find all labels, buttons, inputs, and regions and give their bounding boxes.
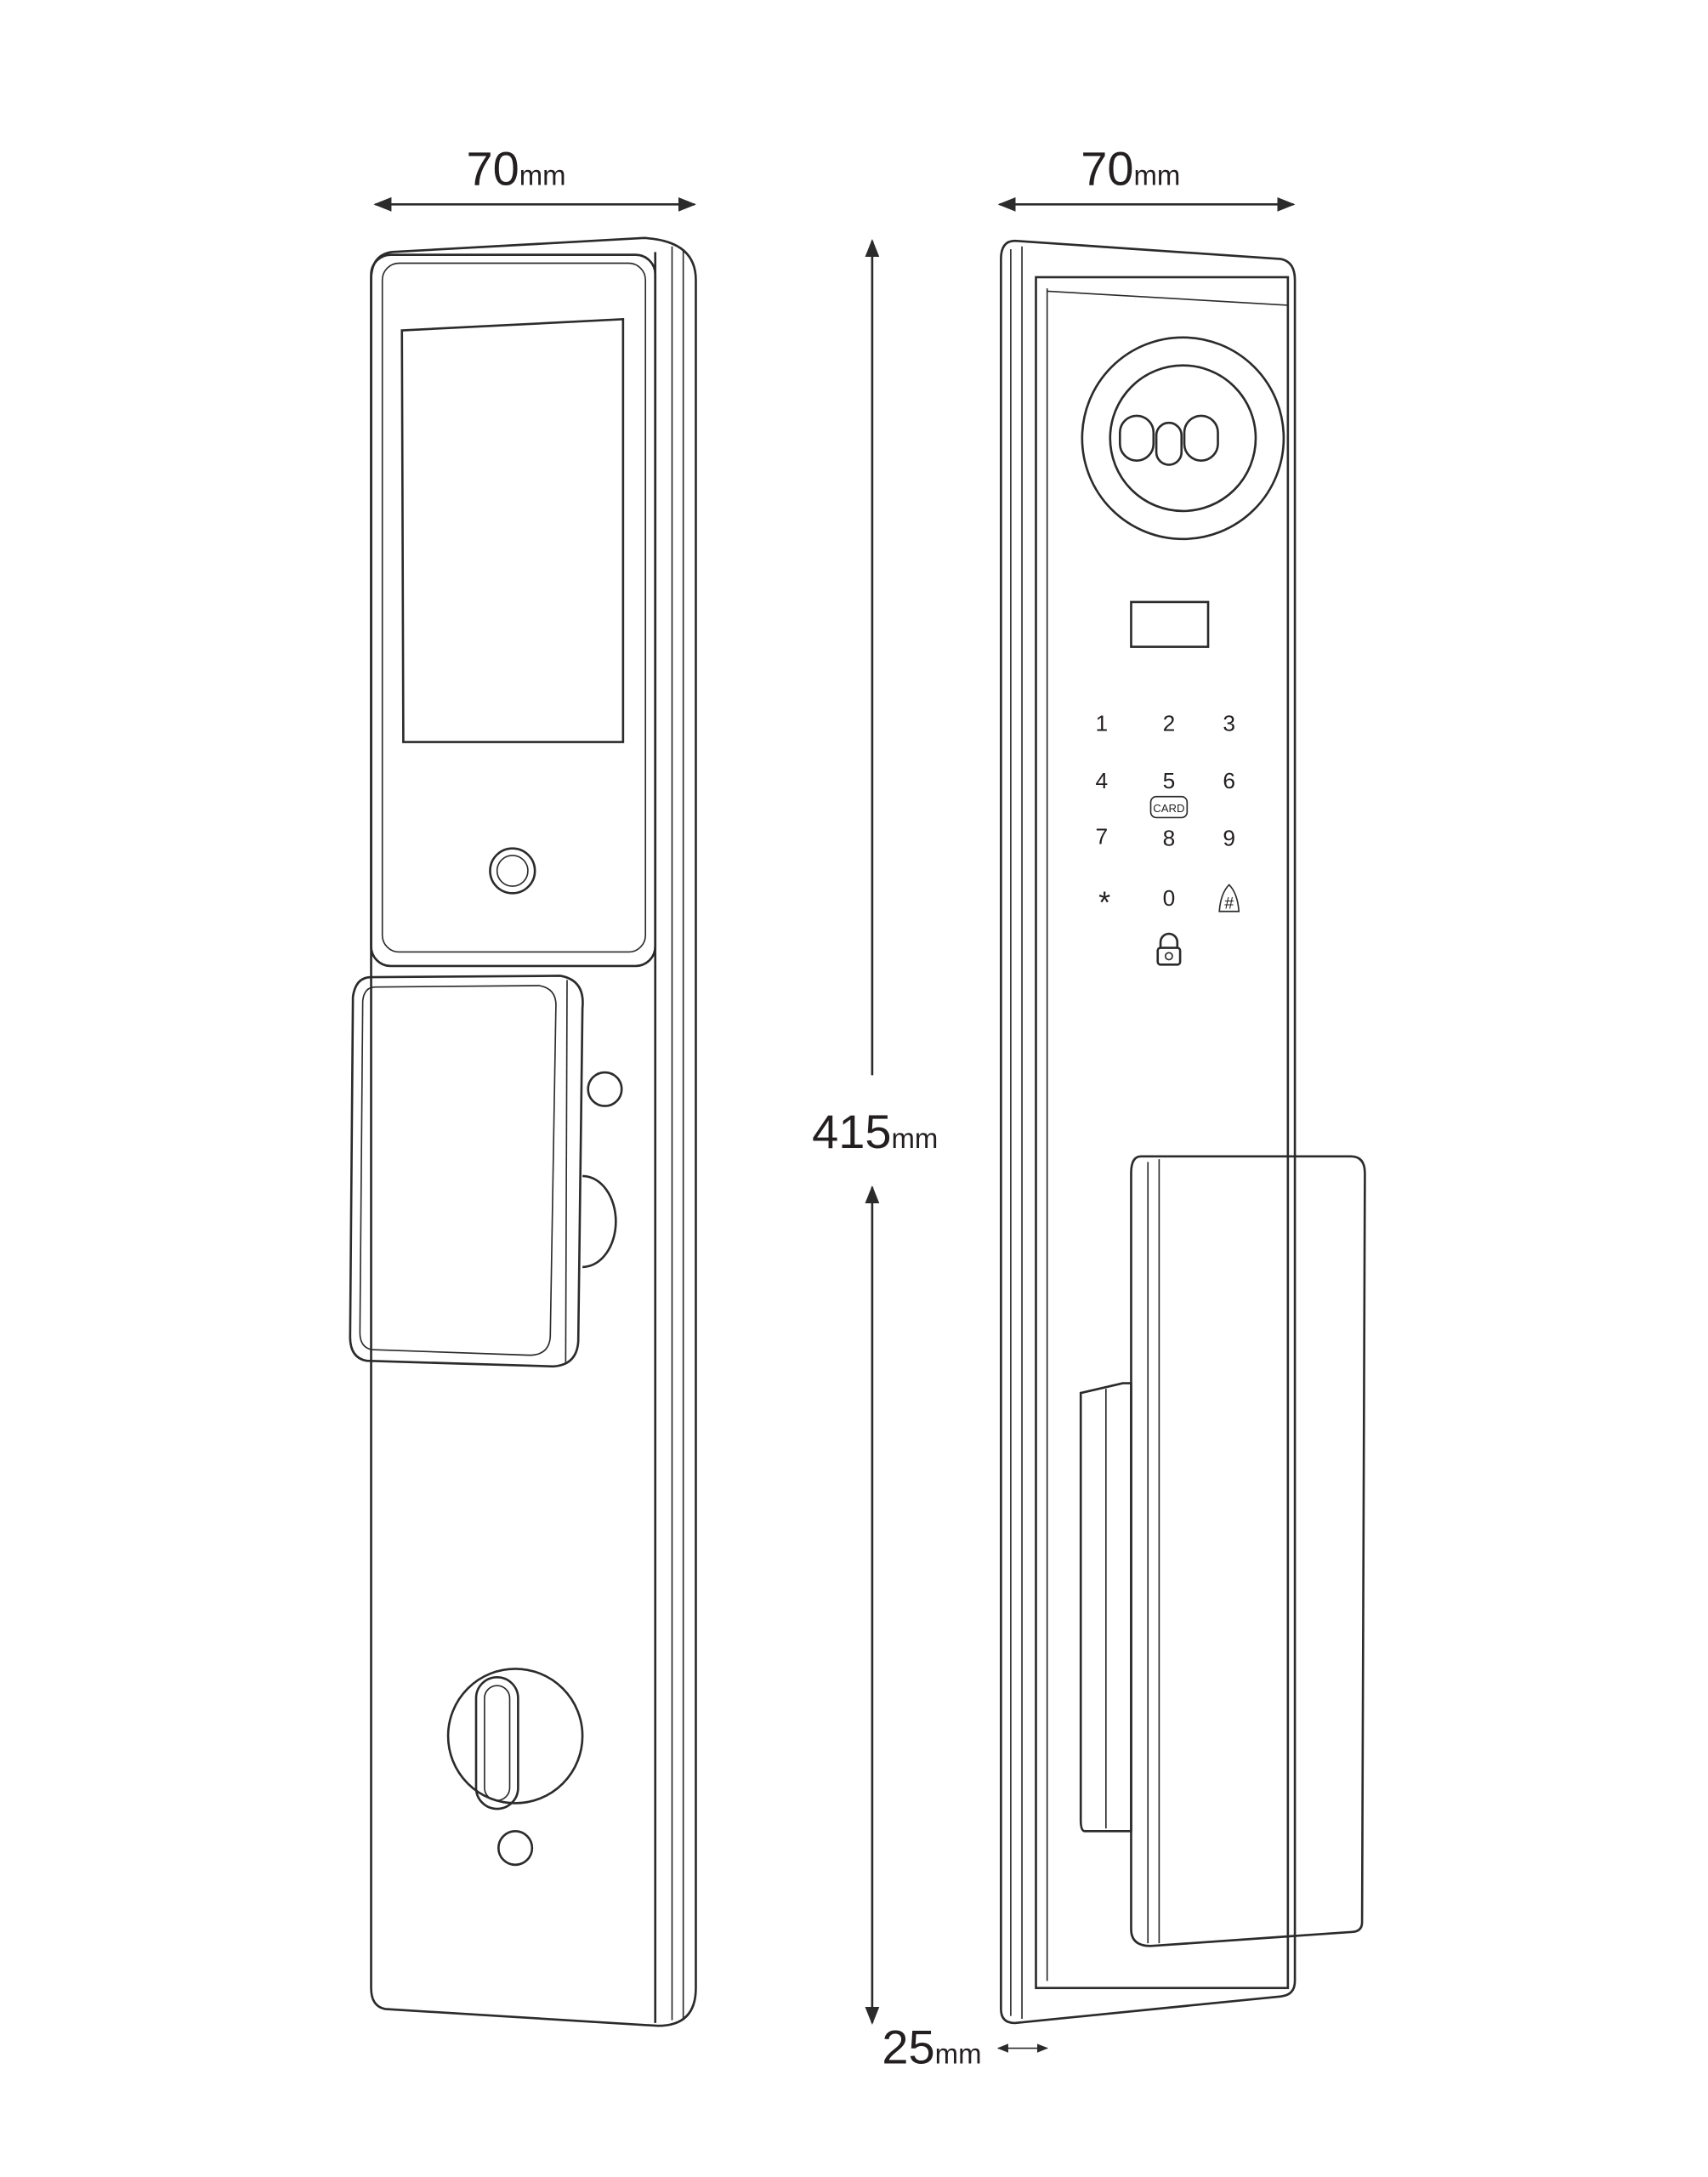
svg-text:#: # <box>1224 894 1234 912</box>
key-3[interactable]: 3 <box>1223 710 1235 736</box>
height-dimension: 415mm <box>812 239 938 2026</box>
key-6[interactable]: 6 <box>1223 768 1235 793</box>
front-width-dimension: 70mm <box>373 141 696 212</box>
svg-text:70mm: 70mm <box>1081 141 1180 195</box>
bell-icon <box>1218 884 1240 912</box>
svg-text:25mm: 25mm <box>882 2021 981 2074</box>
handle <box>349 975 617 1368</box>
card-label: CARD <box>1153 802 1184 815</box>
key-8[interactable]: 8 <box>1163 825 1176 850</box>
side-handle <box>1079 1155 1366 1947</box>
display-screen <box>400 317 625 743</box>
bell-hash-key[interactable]: # <box>1218 884 1240 912</box>
svg-text:415mm: 415mm <box>812 1105 938 1158</box>
keypad: 1 2 3 4 5 6 CARD 7 8 9 * 0 # <box>1096 710 1240 966</box>
front-view <box>349 236 697 2027</box>
key-4[interactable]: 4 <box>1096 768 1109 793</box>
svg-text:70mm: 70mm <box>466 141 565 195</box>
key-2[interactable]: 2 <box>1163 710 1176 736</box>
depth-dimension: 25mm <box>882 2021 1049 2074</box>
key-9[interactable]: 9 <box>1223 825 1235 850</box>
top-module <box>370 253 657 968</box>
card-reader-window <box>1130 600 1210 648</box>
keyhole <box>446 1668 584 1867</box>
key-7[interactable]: 7 <box>1096 824 1109 850</box>
fingerprint-sensor <box>489 847 536 895</box>
key-5[interactable]: 5 <box>1163 768 1176 793</box>
emergency-button <box>587 1071 623 1107</box>
side-view: 1 2 3 4 5 6 CARD 7 8 9 * 0 # <box>1000 239 1366 2025</box>
key-star[interactable]: * <box>1098 884 1110 919</box>
lock-icon[interactable] <box>1156 932 1182 966</box>
side-width-dimension: 70mm <box>997 141 1296 212</box>
card-badge <box>1149 795 1189 819</box>
key-1[interactable]: 1 <box>1096 710 1109 736</box>
face-camera <box>1081 336 1285 541</box>
key-0[interactable]: 0 <box>1163 885 1176 911</box>
